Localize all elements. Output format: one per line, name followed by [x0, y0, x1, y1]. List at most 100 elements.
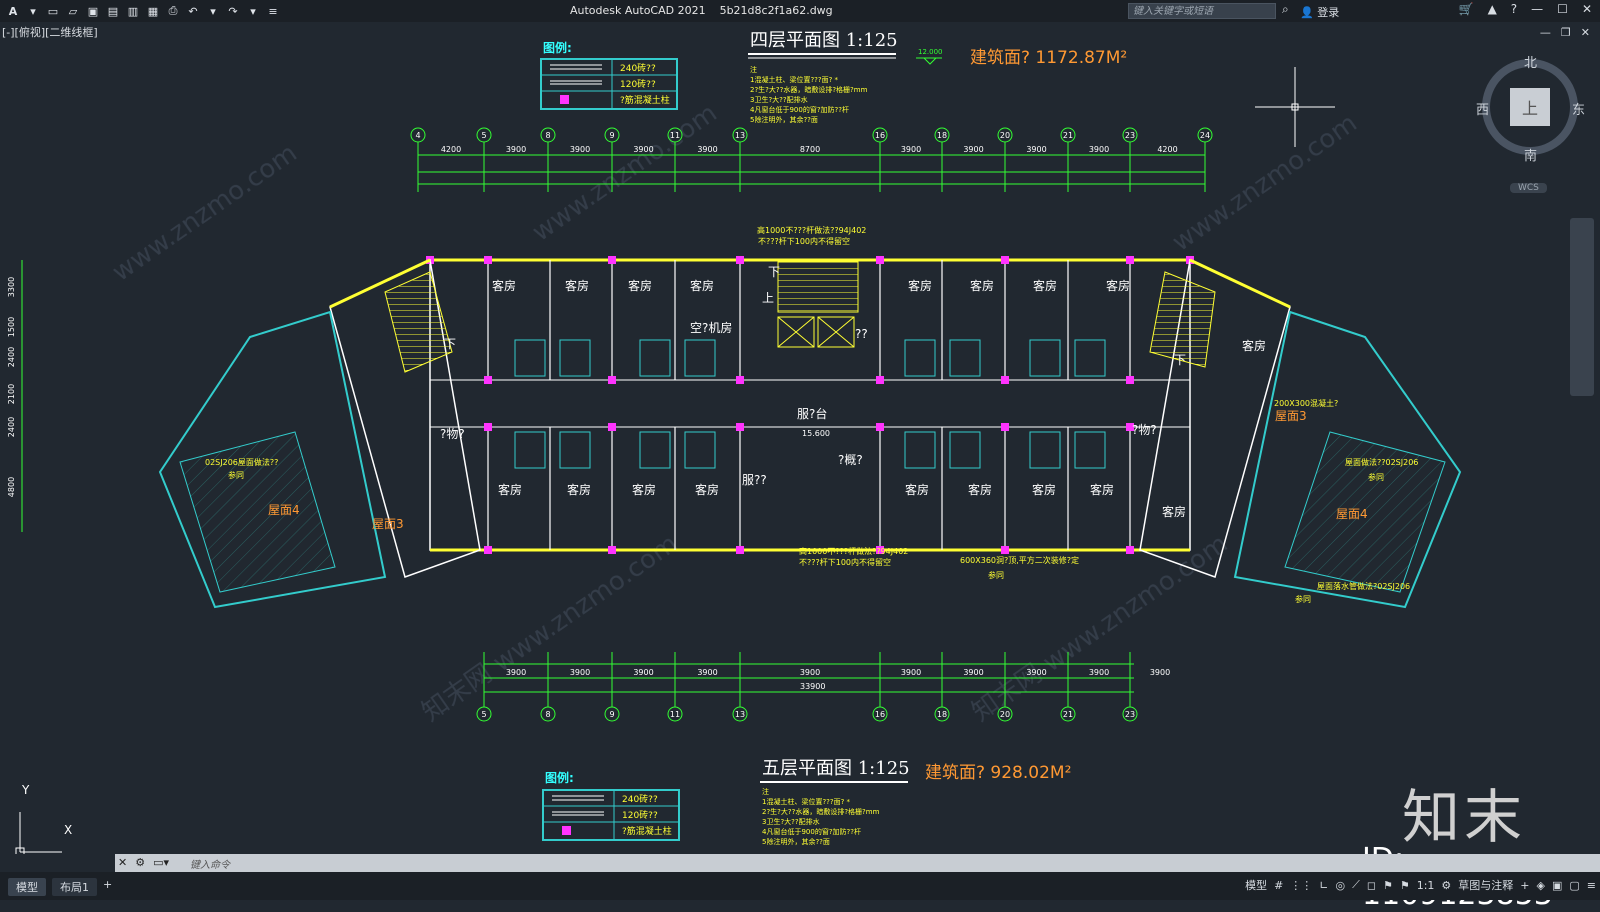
search-input[interactable]: 键入关键字或短语: [1128, 3, 1276, 19]
sign-in-button[interactable]: 👤 登录: [1300, 4, 1339, 20]
note-bottom-3: 3卫生?大??配排水: [762, 817, 820, 826]
viewport-controls-label[interactable]: [-][俯视][二维线框]: [2, 26, 98, 39]
clean-screen-icon[interactable]: ▢: [1569, 878, 1580, 892]
isolate-icon[interactable]: ◈: [1536, 878, 1545, 892]
maximize-icon[interactable]: ☐: [1557, 2, 1568, 16]
minimize-icon[interactable]: —: [1531, 2, 1544, 16]
grid-icon[interactable]: #: [1274, 878, 1284, 892]
ref-note: 参同: [1295, 594, 1311, 604]
plus-icon[interactable]: +: [1520, 878, 1530, 892]
open-web-icon[interactable]: ▥: [127, 4, 139, 18]
ac-room-label: 空?机房: [690, 320, 732, 335]
save-web-icon[interactable]: ▦: [147, 4, 159, 18]
dim-value: 3900: [506, 145, 526, 154]
compass-west: 西: [1476, 103, 1489, 118]
workspace-switch[interactable]: 草图与注释: [1458, 879, 1514, 892]
plot-icon[interactable]: ⎙: [168, 4, 178, 17]
room-label: 客房: [1032, 482, 1056, 497]
help-icon[interactable]: ?: [1510, 2, 1518, 16]
note-top-2: 2?生?大??水器，暗敷设排?格栅?mm: [750, 85, 868, 94]
a360-icon[interactable]: ▲: [1487, 2, 1497, 16]
command-close-icon[interactable]: ✕: [118, 856, 128, 869]
undo-icon[interactable]: ↶: [188, 4, 198, 18]
dim-value: 3900: [506, 668, 526, 677]
wcs-menu[interactable]: WCS: [1510, 183, 1547, 193]
room-label: 客房: [908, 278, 932, 293]
room-label: 客房: [567, 482, 591, 497]
customize-toolbar-icon[interactable]: ≡: [268, 4, 278, 18]
rail-note-bottom-2: 不???杆下100内不得留空: [799, 557, 891, 567]
command-input[interactable]: 键入命令: [190, 860, 230, 871]
navigation-bar[interactable]: [1570, 218, 1594, 396]
command-history-icon[interactable]: ▭▾: [153, 856, 170, 869]
dim-value: 3900: [570, 668, 590, 677]
isodraft-icon[interactable]: ⟋: [1352, 878, 1360, 891]
rail-note-top-2: 不???杆下100内不得留空: [758, 236, 850, 246]
drawing-restore-icon[interactable]: ❐: [1560, 26, 1571, 39]
fifth-floor-area: 建筑面? 928.02M²: [925, 763, 1071, 783]
note-top-1: 1混凝土柱、梁位置???面? *: [750, 75, 839, 84]
annotation-visibility-icon[interactable]: ⚑: [1382, 878, 1393, 892]
add-layout-icon[interactable]: +: [103, 878, 113, 891]
customize-menu-icon[interactable]: ≡: [1586, 878, 1596, 892]
autocad-logo-icon[interactable]: A: [8, 4, 18, 18]
room-labels: 客房 客房 客房 客房 客房 客房 客房 客房 客房 客房 客房 客房 客房 客…: [440, 265, 1266, 519]
dim-value: 3900: [901, 145, 921, 154]
new-file-icon[interactable]: ▭: [47, 4, 59, 18]
axis-label: 13: [735, 131, 745, 140]
close-icon[interactable]: ✕: [1581, 2, 1592, 16]
tab-layout1[interactable]: 布局1: [52, 878, 97, 896]
room-label: 客房: [905, 482, 929, 497]
cart-icon[interactable]: 🛒: [1458, 2, 1474, 16]
annotation-scale[interactable]: 1:1: [1416, 878, 1435, 892]
open-folder-icon[interactable]: ▱: [68, 4, 78, 18]
undo-dropdown-icon[interactable]: ▾: [210, 4, 216, 18]
status-bar: 模型 布局1 + 模型 # ⋮⋮ ∟ ◎ ⟋ ◻ ⚑ ⚑ 1:1 ⚙ 草图与注释…: [0, 872, 1600, 900]
redo-dropdown-icon[interactable]: ▾: [250, 4, 256, 18]
workspace-gear-icon[interactable]: ⚙: [1441, 878, 1452, 892]
ref-note: 参同: [1368, 472, 1384, 482]
model-space-button[interactable]: 模型: [1245, 879, 1268, 892]
ref-note: 参同: [228, 470, 244, 480]
drawing-canvas[interactable]: www.znzmo.com www.znzmo.com www.znzmo.co…: [0, 22, 1600, 854]
floor-plan-right-wing: [1139, 258, 1462, 609]
autoscale-icon[interactable]: ⚑: [1399, 878, 1410, 892]
drawing-close-icon[interactable]: ✕: [1580, 26, 1590, 39]
drawing-window-controls: — ❐ ✕: [1540, 26, 1590, 39]
axis-label: 5: [481, 131, 486, 140]
legend-title-bottom: 图例:: [545, 770, 574, 785]
drawing-minimize-icon[interactable]: —: [1539, 26, 1551, 39]
roof4-label: 屋面4: [1336, 507, 1368, 521]
save-icon[interactable]: ▣: [87, 4, 99, 18]
ortho-icon[interactable]: ∟: [1319, 878, 1329, 892]
svg-text:www.znzmo.com: www.znzmo.com: [107, 138, 303, 288]
app-menu-arrow-icon[interactable]: ▾: [30, 4, 36, 18]
room-label: 客房: [695, 482, 719, 497]
axis-bubble: 20: [997, 127, 1013, 192]
hardware-accel-icon[interactable]: ▣: [1551, 878, 1563, 892]
snap-icon[interactable]: ⋮⋮: [1290, 878, 1313, 892]
fifth-floor-title: 五层平面图 1:125: [762, 758, 910, 779]
tab-model[interactable]: 模型: [8, 878, 46, 896]
axis-bubble: 18: [934, 127, 950, 192]
search-icon[interactable]: ⌕: [1282, 2, 1289, 16]
roof-labels: 屋面3 屋面4 屋面3 屋面4: [268, 409, 1368, 531]
osnap-icon[interactable]: ◻: [1366, 878, 1376, 892]
compass-north: 北: [1524, 56, 1537, 71]
axis-label: 4: [415, 131, 420, 140]
redo-icon[interactable]: ↷: [228, 4, 238, 18]
room-label: 客房: [1033, 278, 1057, 293]
legend-item-2: 120砖??: [620, 78, 656, 90]
layout-tabs: 模型 布局1 +: [8, 878, 112, 896]
axis-bubble: 20: [997, 652, 1013, 722]
crosshair-cursor: [1255, 67, 1335, 147]
save-as-icon[interactable]: ▤: [107, 4, 119, 18]
viewcube[interactable]: 上 北 南 东 西: [1476, 56, 1585, 164]
axis-bubble: 24: [1197, 127, 1213, 192]
title-bar: A ▾ ▭ ▱ ▣ ▤ ▥ ▦ ⎙ ↶ ▾ ↷ ▾ ≡ Autodesk Aut…: [0, 0, 1600, 22]
ref-note: 参同: [988, 570, 1004, 580]
command-line[interactable]: [115, 854, 1600, 872]
polar-icon[interactable]: ◎: [1335, 878, 1346, 892]
command-customize-icon[interactable]: ⚙: [135, 856, 146, 869]
